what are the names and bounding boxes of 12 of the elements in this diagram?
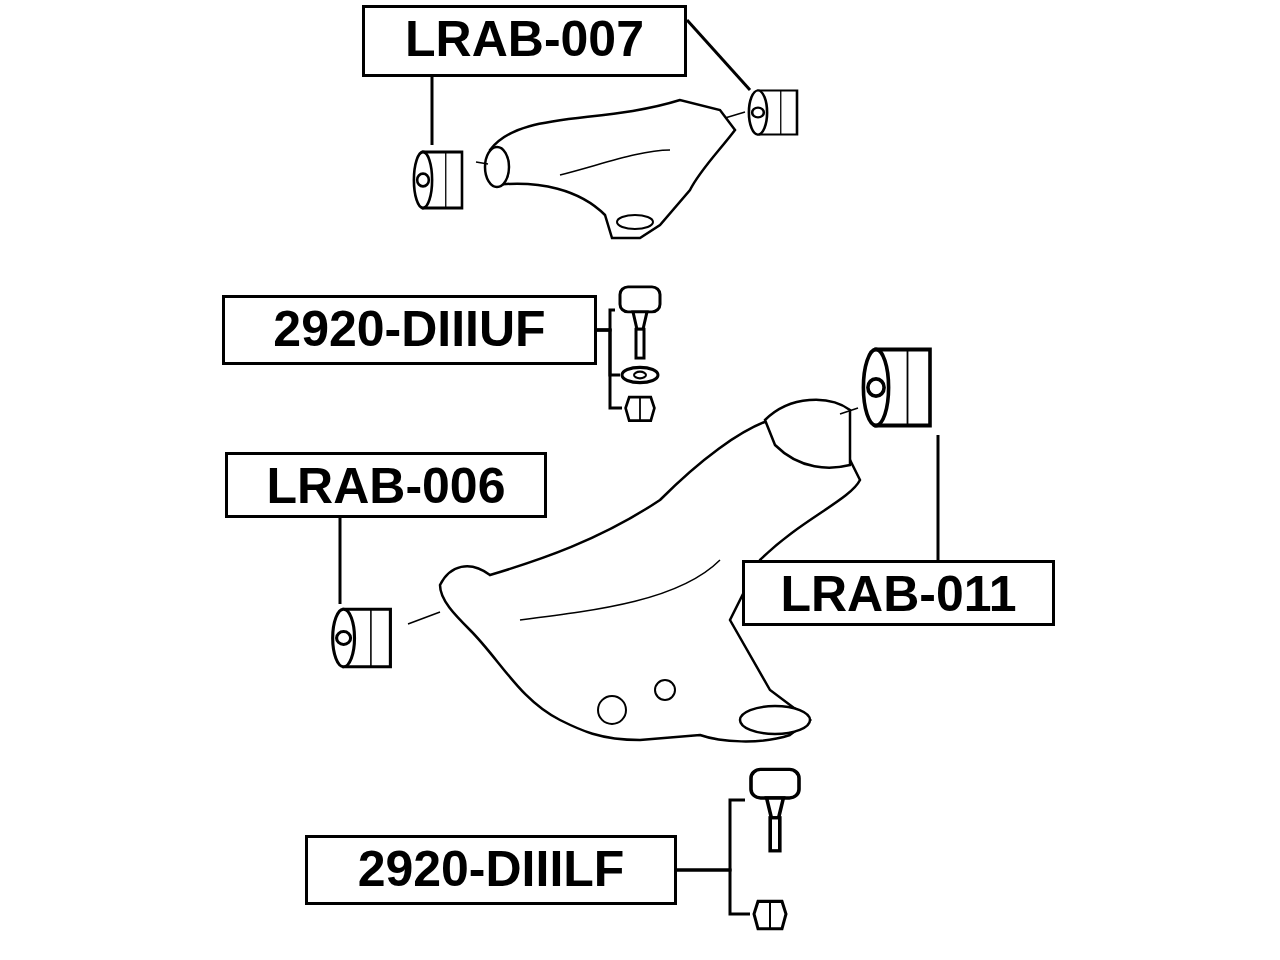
leader-line (936, 435, 940, 560)
part-number-label: 2920-DIIILF (305, 835, 677, 905)
leader-line (338, 518, 342, 604)
part-number-label: LRAB-006 (225, 452, 547, 518)
washer-drawing (620, 364, 660, 386)
part-number-label: 2920-DIIIUF (222, 295, 597, 365)
leader-line (677, 868, 750, 916)
part-number-label: LRAB-007 (362, 5, 687, 77)
leader-line (430, 77, 434, 145)
leader-line (685, 19, 752, 91)
part-number-label: LRAB-011 (742, 560, 1055, 626)
leader-line (597, 328, 622, 410)
